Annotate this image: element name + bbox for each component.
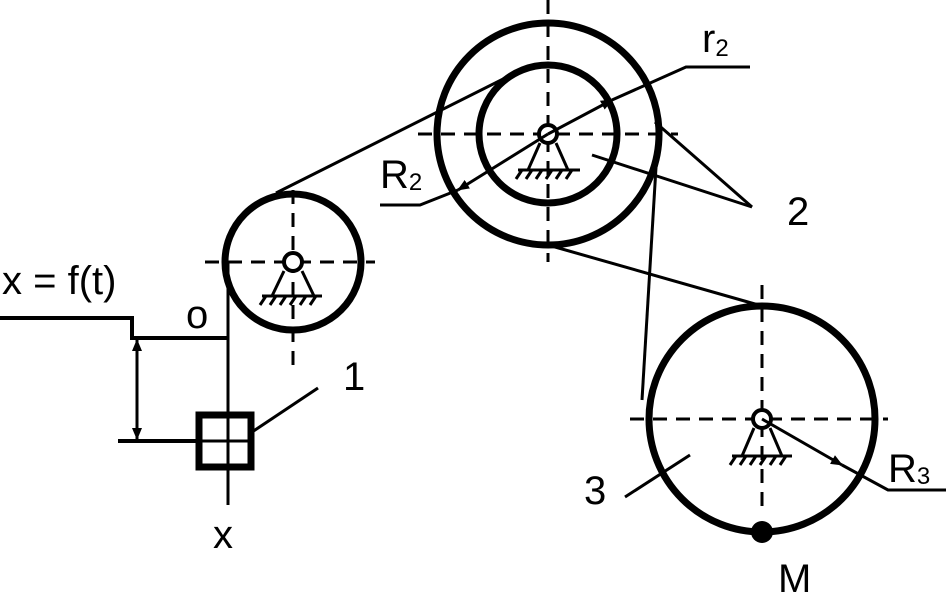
pulley-1 xyxy=(221,190,365,334)
r2-label-sub: 2 xyxy=(715,35,728,62)
point-m-label: M xyxy=(778,557,811,595)
r2-label: r2 xyxy=(702,17,729,62)
R2-label-sub: 2 xyxy=(409,169,422,196)
pulley-2-inner xyxy=(475,61,621,207)
belt-outer2-to-pulley3-top xyxy=(547,243,763,308)
origin-reference-line xyxy=(0,316,228,340)
belt-pulley1-to-inner2 xyxy=(275,70,518,195)
pulley1-label: 1 xyxy=(343,355,365,399)
displacement-dimension xyxy=(0,316,228,443)
pulley3-label-leader xyxy=(624,453,691,499)
R2-leader xyxy=(380,188,459,207)
radius-indicators xyxy=(380,65,946,492)
r2-leader xyxy=(611,65,750,102)
r2-label-base: r xyxy=(702,17,715,61)
R3-label-sub: 3 xyxy=(917,463,930,490)
arrow-head-icon xyxy=(547,98,613,136)
pulley3-label: 3 xyxy=(584,469,606,513)
R2-label-base: R xyxy=(380,153,409,197)
fixed-pivot-support-icon xyxy=(728,408,792,466)
arrow-head-icon xyxy=(457,132,549,192)
belt-outer2-to-pulley3-left xyxy=(640,133,660,401)
R3-leader xyxy=(841,463,946,492)
origin-label: o xyxy=(186,293,208,337)
pulley2-label: 2 xyxy=(787,190,809,234)
arrow-head-icon xyxy=(761,417,843,467)
fixed-pivot-support-icon xyxy=(258,251,322,306)
axis-x-label: x xyxy=(213,513,233,557)
point-m-dot xyxy=(751,521,773,543)
R3-label-base: R xyxy=(888,447,917,491)
R2-label: R2 xyxy=(380,153,422,197)
R3-label: R3 xyxy=(888,447,930,491)
pulley2-label-leaders xyxy=(591,120,753,209)
belts xyxy=(226,70,763,505)
equation-label: x = f(t) xyxy=(2,259,116,303)
